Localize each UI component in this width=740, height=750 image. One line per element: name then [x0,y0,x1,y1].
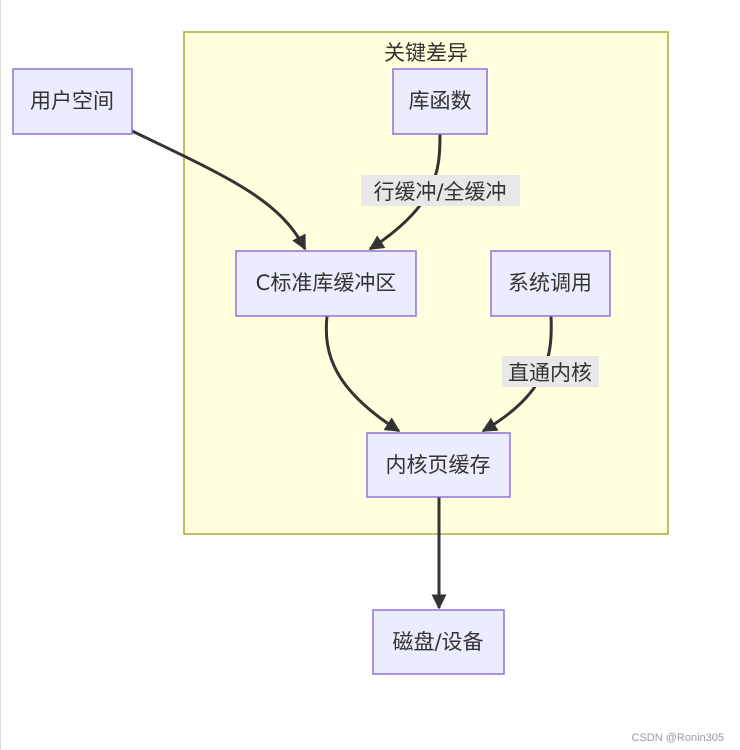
node-library-function[interactable]: 库函数 [392,68,488,135]
edge-label-text: 行缓冲/全缓冲 [373,180,506,204]
edge-user-space-to-c-buffer [131,129,307,251]
node-label: C标准库缓冲区 [256,271,397,295]
edge-c-buffer-to-page-cache [324,315,401,433]
cluster-title: 关键差异 [384,41,468,65]
node-system-call[interactable]: 系统调用 [490,250,611,317]
node-label: 磁盘/设备 [392,630,483,654]
node-label: 用户空间 [30,89,114,113]
page-left-border [0,0,1,750]
node-kernel-page-cache[interactable]: 内核页缓存 [366,432,511,498]
node-label: 系统调用 [508,271,592,295]
edge-label-text: 直通内核 [508,361,592,385]
node-user-space[interactable]: 用户空间 [12,68,133,135]
edge-label-bg [502,356,599,387]
node-label: 库函数 [409,89,472,113]
node-label: 内核页缓存 [386,453,491,477]
edge-label-direct-to-kernel: 直通内核 [502,356,599,387]
edge-label-line-full-buffering: 行缓冲/全缓冲 [361,175,520,206]
node-c-stdlib-buffer[interactable]: C标准库缓冲区 [235,250,417,317]
watermark: CSDN @Ronin305 [631,732,725,744]
edge-label-bg [361,175,520,206]
node-disk-device[interactable]: 磁盘/设备 [372,609,505,675]
